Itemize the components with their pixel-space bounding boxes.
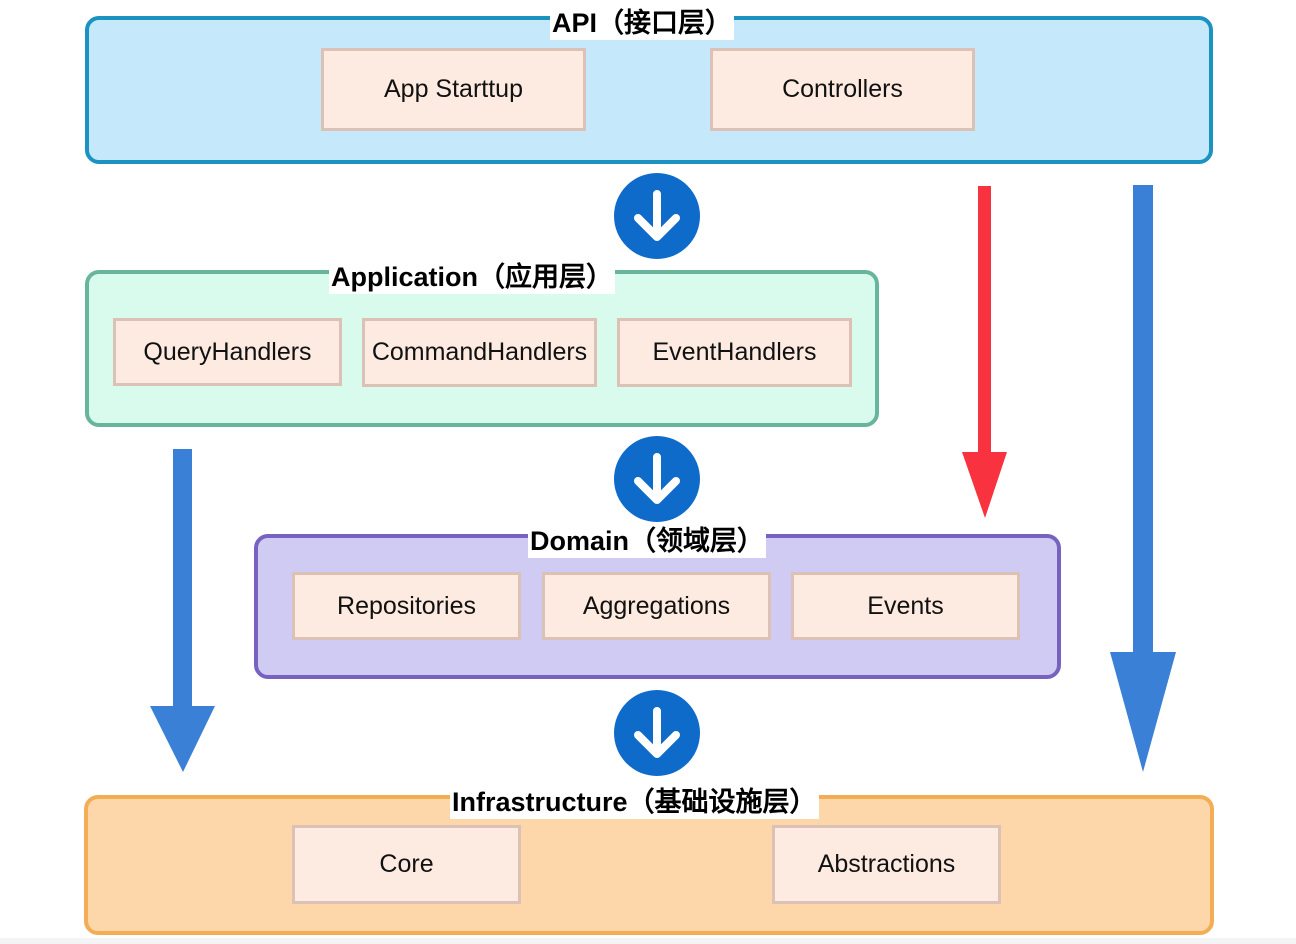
api-layer-title: API（接口层） [550,6,735,40]
event-handlers-module: EventHandlers [617,318,852,387]
blue-dependency-arrow-right [1110,185,1176,772]
application-layer-title: Application（应用层） [329,260,615,294]
aggregations-module: Aggregations [542,572,771,640]
arrow-down-circle-icon [614,173,700,259]
infrastructure-layer-title: Infrastructure（基础设施层） [450,785,819,819]
arrow-down-circle-icon [614,690,700,776]
blue-dependency-arrow-left [150,449,215,772]
app-startup-module: App Starttup [321,48,586,131]
controllers-module: Controllers [710,48,975,131]
command-handlers-module: CommandHandlers [362,318,597,387]
query-handlers-module: QueryHandlers [113,318,342,386]
core-module: Core [292,825,521,904]
domain-layer-title: Domain（领域层） [528,524,767,558]
red-dependency-arrow [962,186,1007,518]
bottom-strip [0,938,1296,944]
abstractions-module: Abstractions [772,825,1001,904]
repositories-module: Repositories [292,572,521,640]
arrow-down-circle-icon [614,436,700,522]
events-module: Events [791,572,1020,640]
